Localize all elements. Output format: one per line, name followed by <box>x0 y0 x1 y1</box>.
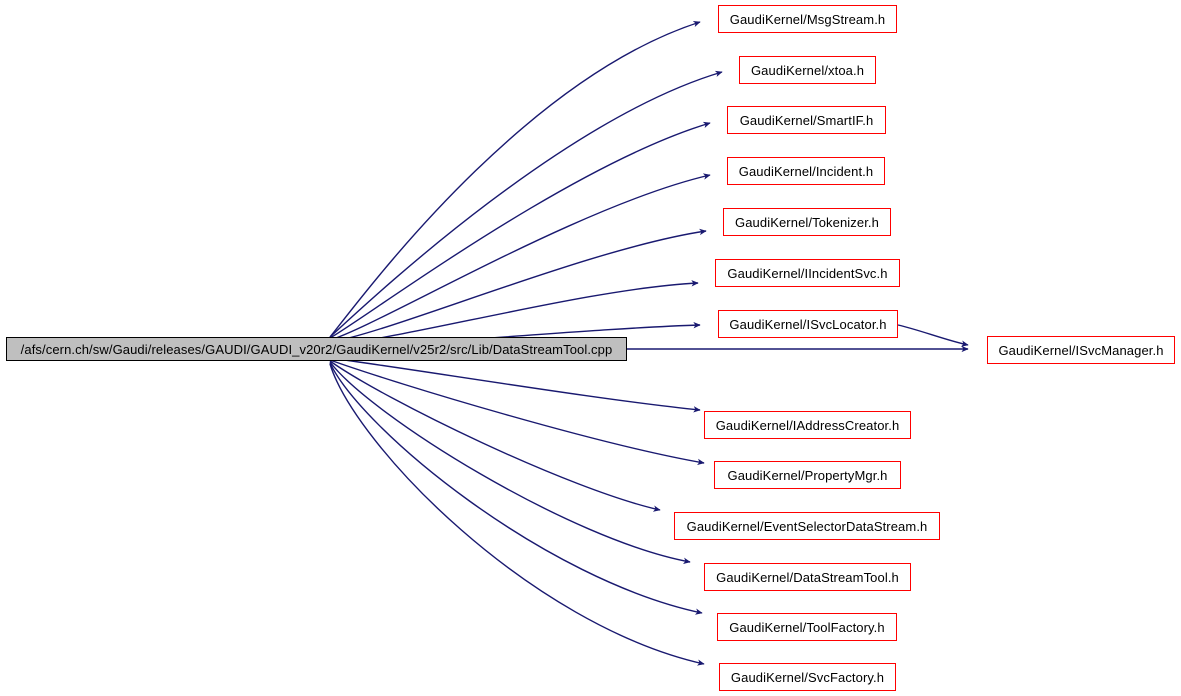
node-svcfactory[interactable]: GaudiKernel/SvcFactory.h <box>719 663 896 691</box>
edge-root-to-msgstream <box>329 20 701 338</box>
node-xtoa[interactable]: GaudiKernel/xtoa.h <box>739 56 876 84</box>
node-label: GaudiKernel/IIncidentSvc.h <box>727 265 888 281</box>
node-datastream[interactable]: GaudiKernel/DataStreamTool.h <box>704 563 911 591</box>
node-iaddress[interactable]: GaudiKernel/IAddressCreator.h <box>704 411 911 439</box>
node-label: GaudiKernel/PropertyMgr.h <box>727 467 888 483</box>
node-tokenizer[interactable]: GaudiKernel/Tokenizer.h <box>723 208 891 236</box>
node-label: /afs/cern.ch/sw/Gaudi/releases/GAUDI/GAU… <box>20 341 613 357</box>
edge-root-to-eventsel <box>329 360 661 512</box>
edge-root-to-toolfactory <box>329 362 703 615</box>
edge-root-to-incident <box>329 173 711 341</box>
edge-root-to-xtoa <box>329 70 723 338</box>
edge-isvclocator-to-isvcmanager <box>897 324 969 347</box>
edge-root-to-datastream <box>329 361 691 564</box>
node-incident[interactable]: GaudiKernel/Incident.h <box>727 157 885 185</box>
node-isvclocator[interactable]: GaudiKernel/ISvcLocator.h <box>718 310 898 338</box>
edge-root-to-iaddress <box>329 357 701 413</box>
node-eventsel[interactable]: GaudiKernel/EventSelectorDataStream.h <box>674 512 940 540</box>
node-label: GaudiKernel/xtoa.h <box>750 62 865 78</box>
node-smartif[interactable]: GaudiKernel/SmartIF.h <box>727 106 886 134</box>
edge-root-to-smartif <box>329 121 711 339</box>
node-label: GaudiKernel/DataStreamTool.h <box>716 569 899 585</box>
node-label: GaudiKernel/SmartIF.h <box>739 112 874 128</box>
edge-root-to-tokenizer <box>329 228 707 343</box>
node-label: GaudiKernel/EventSelectorDataStream.h <box>686 518 928 534</box>
node-label: GaudiKernel/ToolFactory.h <box>729 619 885 635</box>
node-label: GaudiKernel/Tokenizer.h <box>735 214 879 230</box>
node-propertymgr[interactable]: GaudiKernel/PropertyMgr.h <box>714 461 901 489</box>
node-isvcmanager[interactable]: GaudiKernel/ISvcManager.h <box>987 336 1175 364</box>
node-label: GaudiKernel/SvcFactory.h <box>730 669 885 685</box>
node-toolfactory[interactable]: GaudiKernel/ToolFactory.h <box>717 613 897 641</box>
node-msgstream[interactable]: GaudiKernel/MsgStream.h <box>718 5 897 33</box>
node-label: GaudiKernel/Incident.h <box>738 163 874 179</box>
node-label: GaudiKernel/MsgStream.h <box>729 11 886 27</box>
node-root-source-file[interactable]: /afs/cern.ch/sw/Gaudi/releases/GAUDI/GAU… <box>6 337 627 361</box>
edge-root-to-svcfactory <box>329 363 705 666</box>
edge-root-to-propertymgr <box>329 359 705 466</box>
node-label: GaudiKernel/IAddressCreator.h <box>715 417 900 433</box>
node-label: GaudiKernel/ISvcManager.h <box>998 342 1164 358</box>
node-iincidentsvc[interactable]: GaudiKernel/IIncidentSvc.h <box>715 259 900 287</box>
node-label: GaudiKernel/ISvcLocator.h <box>729 316 887 332</box>
